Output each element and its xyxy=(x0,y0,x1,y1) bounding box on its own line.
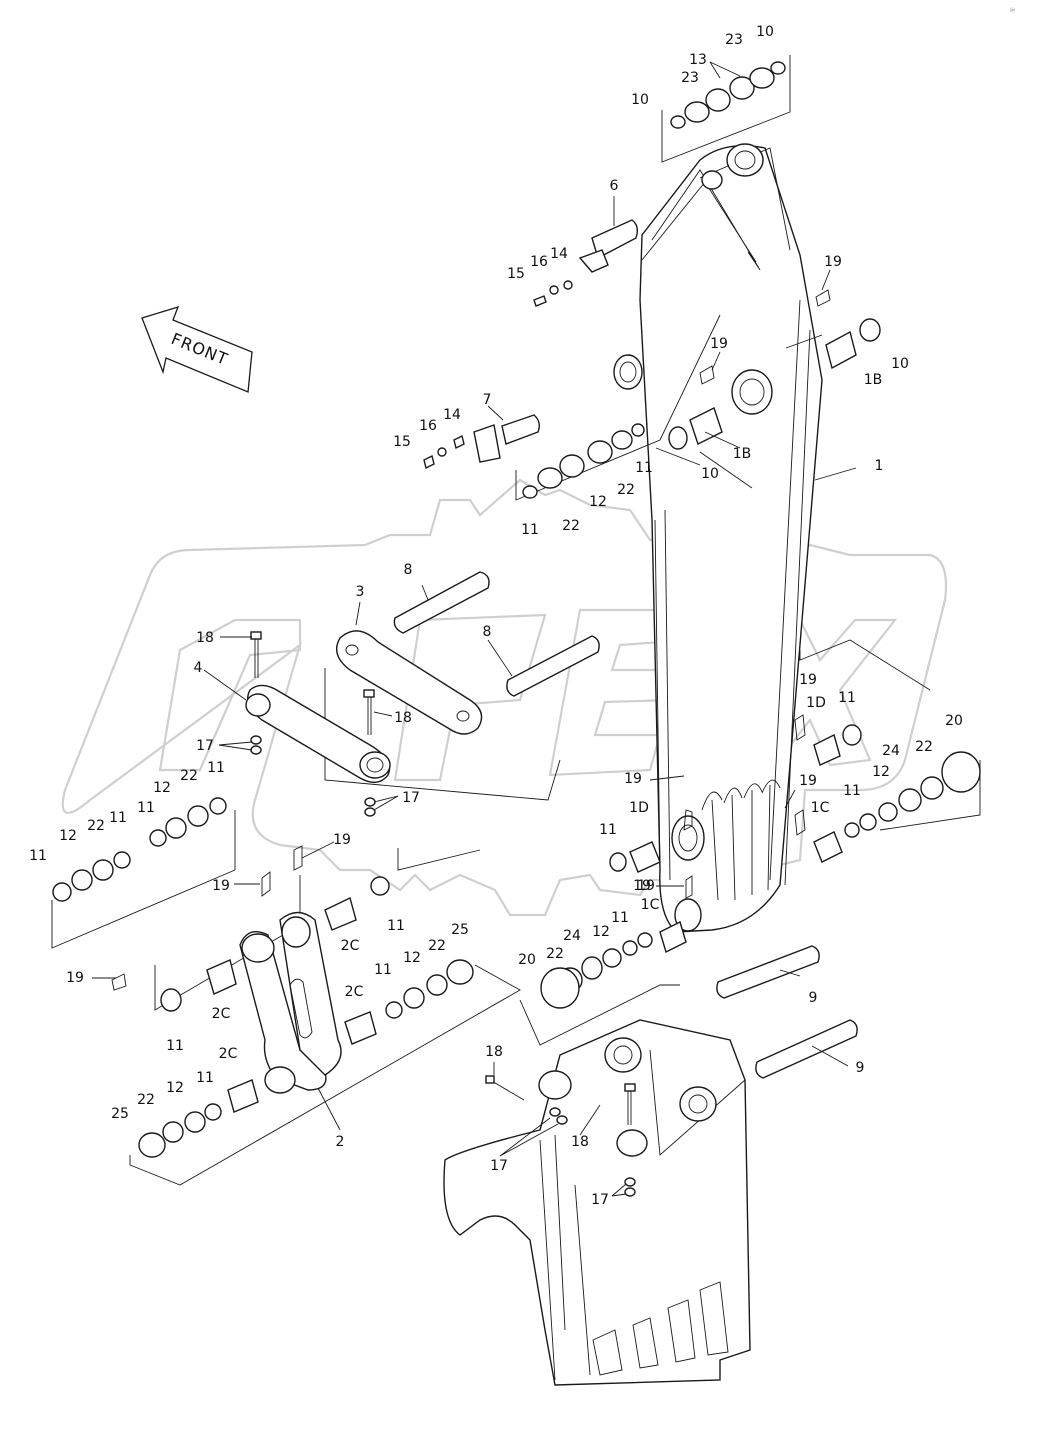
callout-6: 6 xyxy=(610,178,619,194)
callout-18: 18 xyxy=(485,1044,503,1060)
callout-11: 11 xyxy=(611,910,629,926)
callout-18: 18 xyxy=(571,1134,589,1150)
callout-19: 19 xyxy=(799,672,817,688)
callout-2c: 2C xyxy=(212,1006,231,1022)
callout-12: 12 xyxy=(589,494,607,510)
callout-16: 16 xyxy=(419,418,437,434)
callout-2c: 2C xyxy=(341,938,360,954)
callout-22: 22 xyxy=(87,818,105,834)
callout-23: 23 xyxy=(681,70,699,86)
callout-12: 12 xyxy=(872,764,890,780)
callout-11: 11 xyxy=(137,800,155,816)
callout-1d: 1D xyxy=(806,695,826,711)
callout-18: 18 xyxy=(394,710,412,726)
callout-11: 11 xyxy=(843,783,861,799)
callout-10: 10 xyxy=(756,24,774,40)
callout-25: 25 xyxy=(451,922,469,938)
callout-22: 22 xyxy=(915,739,933,755)
callout-11: 11 xyxy=(635,460,653,476)
callout-16: 16 xyxy=(530,254,548,270)
callout-20: 20 xyxy=(518,952,536,968)
callout-12: 12 xyxy=(166,1080,184,1096)
callout-15: 15 xyxy=(393,434,411,450)
callout-10: 10 xyxy=(701,466,719,482)
callout-1c: 1C xyxy=(811,800,830,816)
callout-1b: 1B xyxy=(864,372,883,388)
leader-lines xyxy=(92,61,857,1197)
callout-23: 23 xyxy=(725,32,743,48)
callout-11: 11 xyxy=(207,760,225,776)
callout-15: 15 xyxy=(507,266,525,282)
callout-19: 19 xyxy=(824,254,842,270)
callout-9: 9 xyxy=(809,990,818,1006)
callout-17: 17 xyxy=(196,738,214,754)
callout-14: 14 xyxy=(443,407,461,423)
callout-22: 22 xyxy=(428,938,446,954)
callout-1d: 1D xyxy=(629,800,649,816)
callout-11: 11 xyxy=(838,690,856,706)
corner-mark: ⓟ xyxy=(1010,7,1015,14)
callout-11: 11 xyxy=(166,1038,184,1054)
callout-19: 19 xyxy=(637,878,655,894)
callout-25: 25 xyxy=(111,1106,129,1122)
callout-22: 22 xyxy=(180,768,198,784)
callout-12: 12 xyxy=(592,924,610,940)
callout-11: 11 xyxy=(109,810,127,826)
callout-11: 11 xyxy=(599,822,617,838)
callout-4: 4 xyxy=(194,660,203,676)
callout-18: 18 xyxy=(196,630,214,646)
callout-19: 19 xyxy=(333,832,351,848)
callout-19: 19 xyxy=(633,878,651,894)
callout-1: 1 xyxy=(875,458,884,474)
callout-11: 11 xyxy=(387,918,405,934)
callout-20: 20 xyxy=(945,713,963,729)
callout-10: 10 xyxy=(891,356,909,372)
callout-19: 19 xyxy=(799,773,817,789)
callout-1c: 1C xyxy=(641,897,660,913)
callout-10: 10 xyxy=(631,92,649,108)
callout-19: 19 xyxy=(66,970,84,986)
callout-2c: 2C xyxy=(345,984,364,1000)
callout-17: 17 xyxy=(490,1158,508,1174)
callout-9: 9 xyxy=(856,1060,865,1076)
callout-1b: 1B xyxy=(733,446,752,462)
link-pair-2 xyxy=(239,911,342,1094)
arm-assembly xyxy=(613,143,823,933)
callout-11: 11 xyxy=(521,522,539,538)
callout-24: 24 xyxy=(563,928,581,944)
callout-24: 24 xyxy=(882,743,900,759)
callout-7: 7 xyxy=(483,392,492,408)
callout-8: 8 xyxy=(483,624,492,640)
callout-19: 19 xyxy=(710,336,728,352)
callout-19: 19 xyxy=(624,771,642,787)
callout-17: 17 xyxy=(591,1192,609,1208)
callout-17: 17 xyxy=(402,790,420,806)
link-parts xyxy=(245,630,483,783)
callout-11: 11 xyxy=(374,962,392,978)
callout-13: 13 xyxy=(689,52,707,68)
callout-12: 12 xyxy=(403,950,421,966)
callout-8: 8 xyxy=(404,562,413,578)
group-brackets xyxy=(51,55,981,1186)
pin-parts xyxy=(393,219,858,1079)
callout-19: 19 xyxy=(212,878,230,894)
callout-22: 22 xyxy=(617,482,635,498)
callout-3: 3 xyxy=(356,584,365,600)
callout-11: 11 xyxy=(196,1070,214,1086)
callout-12: 12 xyxy=(59,828,77,844)
callout-22: 22 xyxy=(546,946,564,962)
callout-22: 22 xyxy=(137,1092,155,1108)
bucket xyxy=(443,1019,751,1386)
front-direction-arrow: FRONT xyxy=(141,305,253,393)
callout-12: 12 xyxy=(153,780,171,796)
callout-11: 11 xyxy=(29,848,47,864)
callout-2c: 2C xyxy=(219,1046,238,1062)
callout-2: 2 xyxy=(336,1134,345,1150)
callout-22: 22 xyxy=(562,518,580,534)
small-parts xyxy=(52,61,981,1197)
callout-14: 14 xyxy=(550,246,568,262)
